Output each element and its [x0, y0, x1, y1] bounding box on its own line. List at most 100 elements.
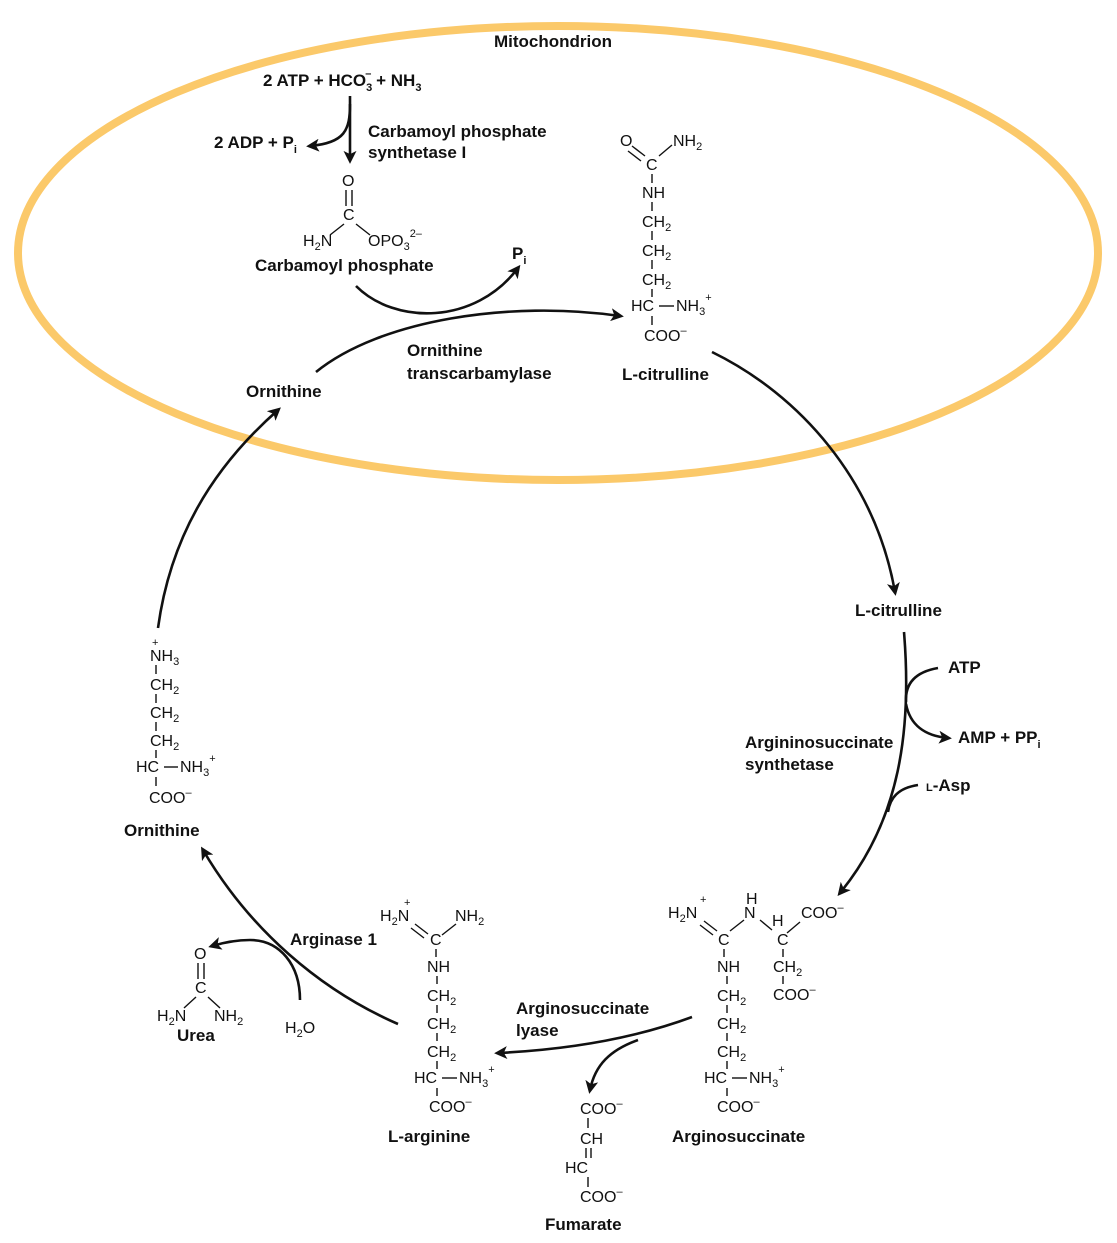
cps1-label-line1: Carbamoyl phosphate [368, 122, 547, 141]
svg-text:C: C [343, 207, 355, 224]
urea-output-arrow [208, 937, 302, 1001]
svg-text:NH3+: NH3+ [749, 1064, 785, 1090]
svg-text:N: N [744, 905, 756, 922]
svg-text:H: H [772, 913, 784, 930]
mitochondrion-membrane [14, 22, 1102, 484]
svg-text:O: O [620, 133, 632, 150]
svg-text:O: O [194, 946, 206, 963]
pi-label: Pi [512, 244, 526, 267]
arginine-structure: H2N + NH2 C NH CH2 CH2 CH2 HC NH3+ COO– [380, 897, 495, 1116]
atp-input-curve [904, 666, 939, 703]
fumarate-label: Fumarate [545, 1215, 622, 1234]
svg-text:+: + [700, 894, 706, 906]
ornithine-import-arrow [156, 407, 281, 629]
svg-text:NH2: NH2 [455, 908, 484, 928]
svg-text:COO–: COO– [773, 984, 816, 1004]
svg-text:COO–: COO– [149, 787, 192, 807]
asl-label-line2: lyase [516, 1021, 559, 1040]
svg-text:NH2: NH2 [214, 1008, 243, 1028]
svg-text:NH2: NH2 [673, 133, 702, 153]
svg-text:COO–: COO– [580, 1186, 623, 1206]
argininosuccinate-label: Arginosuccinate [672, 1127, 805, 1146]
ornithine-structure: + NH3 CH2 CH2 CH2 HC NH3+ COO– [136, 637, 216, 807]
svg-text:C: C [646, 157, 658, 174]
svg-text:HC: HC [631, 298, 654, 315]
svg-text:COO–: COO– [429, 1096, 472, 1116]
adp-branch-arrow [306, 103, 352, 152]
asp-input-curve [886, 783, 919, 813]
arginase-label: Arginase 1 [290, 930, 377, 949]
arginase-main-arrow [201, 846, 399, 1026]
svg-text:O: O [342, 173, 354, 190]
svg-text:HC: HC [136, 759, 159, 776]
svg-text:H2N: H2N [157, 1008, 186, 1028]
svg-text:CH2: CH2 [150, 705, 179, 725]
arginine-label: L-arginine [388, 1127, 470, 1146]
citrulline-structure: O NH2 C NH CH2 CH2 CH2 HC NH3+ COO– [620, 133, 712, 345]
svg-text:CH2: CH2 [642, 243, 671, 263]
svg-text:C: C [777, 932, 789, 949]
mitochondrion-label: Mitochondrion [494, 32, 612, 51]
pi-release-arrow [355, 264, 521, 315]
svg-text:COO–: COO– [717, 1096, 760, 1116]
adp-pi-text: 2 ADP + Pi [214, 133, 297, 156]
otc-label-line2: transcarbamylase [407, 364, 552, 383]
svg-text:C: C [195, 980, 207, 997]
citrulline-mito-label: L-citrulline [622, 365, 709, 384]
svg-text:COO–: COO– [580, 1098, 623, 1118]
svg-text:CH2: CH2 [717, 1044, 746, 1064]
svg-text:H2N: H2N [380, 908, 409, 928]
svg-text:CH2: CH2 [150, 733, 179, 753]
svg-text:CH2: CH2 [427, 988, 456, 1008]
svg-text:H2N: H2N [668, 905, 697, 925]
ornithine-mito-label: Ornithine [246, 382, 322, 401]
carbamoyl-phosphate-label: Carbamoyl phosphate [255, 256, 434, 275]
svg-text:COO–: COO– [801, 902, 844, 922]
svg-text:NH: NH [642, 185, 665, 202]
svg-text:CH2: CH2 [717, 988, 746, 1008]
water-label: H2O [285, 1020, 315, 1040]
ornithine-cyto-label: Ornithine [124, 821, 200, 840]
otc-label-line1: Ornithine [407, 341, 483, 360]
svg-text:CH: CH [580, 1131, 603, 1148]
svg-text:NH: NH [717, 959, 740, 976]
svg-text:CH2: CH2 [717, 1016, 746, 1036]
fumarate-structure: COO– CH HC COO– [565, 1098, 623, 1206]
reactants-text: 2 ATP + HCO3– + NH3 [263, 68, 421, 94]
carbamoyl-phosphate-structure: O C H2N OPO32– [303, 173, 423, 253]
svg-text:CH2: CH2 [150, 677, 179, 697]
asl-label-line1: Arginosuccinate [516, 999, 649, 1018]
asp-label: L-Asp [926, 776, 971, 795]
svg-text:H2N: H2N [303, 233, 332, 253]
svg-text:CH2: CH2 [773, 959, 802, 979]
svg-text:CH2: CH2 [427, 1016, 456, 1036]
svg-text:HC: HC [565, 1160, 588, 1177]
asl-main-arrow [494, 1015, 693, 1060]
argininosuccinate-structure: H2N + H N C NH CH2 CH2 CH2 HC NH3+ COO– … [668, 891, 844, 1116]
svg-text:+: + [152, 637, 158, 649]
svg-text:NH3+: NH3+ [676, 292, 712, 318]
amp-output-arrow [904, 703, 952, 744]
svg-text:NH3+: NH3+ [459, 1064, 495, 1090]
svg-text:COO–: COO– [644, 325, 687, 345]
svg-text:+: + [404, 897, 410, 909]
svg-text:NH3+: NH3+ [180, 753, 216, 779]
svg-text:CH2: CH2 [427, 1044, 456, 1064]
citrulline-export-arrow [711, 350, 900, 596]
fumarate-branch-arrow [585, 1038, 639, 1094]
svg-text:OPO32–: OPO32– [368, 228, 423, 253]
cps1-label-line2: synthetase I [368, 143, 466, 162]
svg-text:C: C [430, 932, 442, 949]
svg-text:HC: HC [704, 1070, 727, 1087]
svg-text:NH3: NH3 [150, 648, 179, 668]
amp-ppi-label: AMP + PPi [958, 728, 1041, 751]
urea-structure: O C H2N NH2 [157, 946, 243, 1028]
ass-main-arrow [837, 631, 908, 897]
urea-label: Urea [177, 1026, 215, 1045]
svg-text:CH2: CH2 [642, 272, 671, 292]
ass-label-line2: synthetase [745, 755, 834, 774]
svg-text:CH2: CH2 [642, 214, 671, 234]
svg-text:H: H [746, 891, 758, 908]
